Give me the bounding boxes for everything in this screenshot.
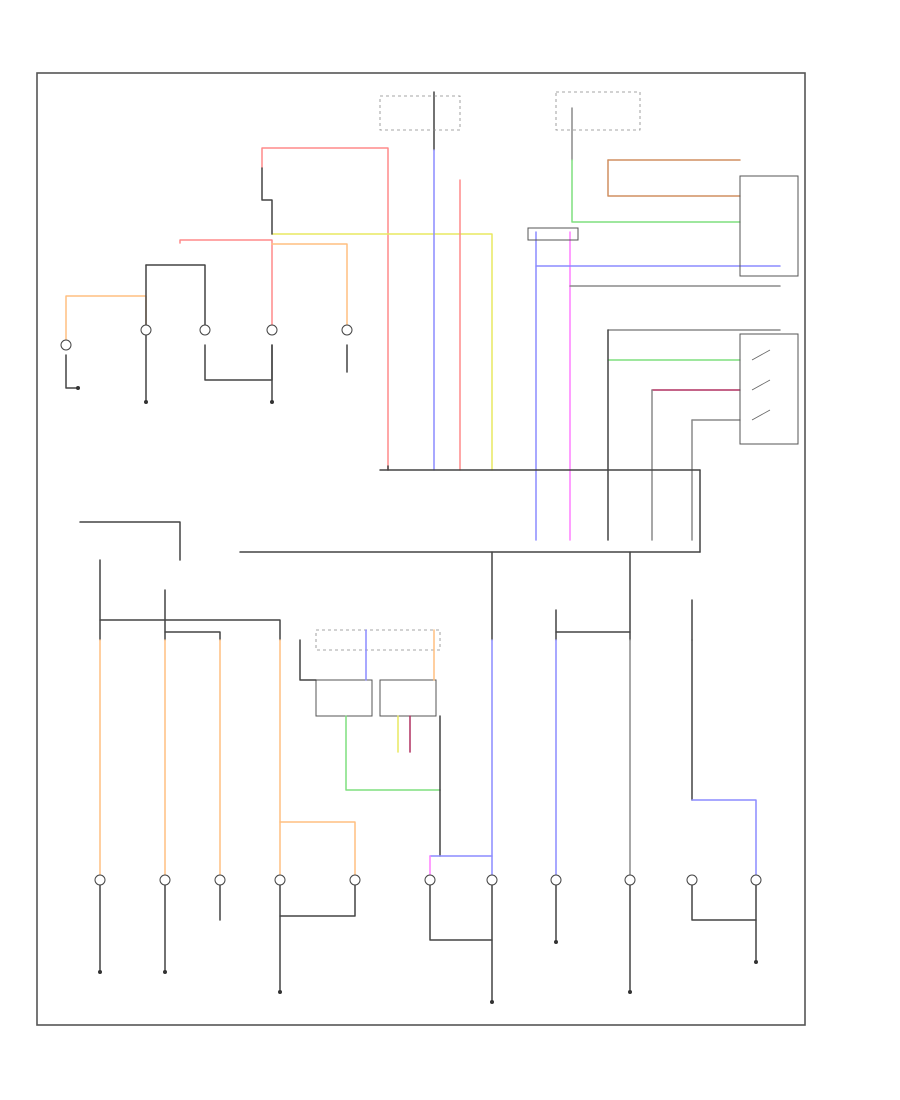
lower-right-lamp-section (424, 469, 762, 1004)
ground-icon (144, 400, 148, 404)
lower-left-lamp-section (79, 521, 361, 994)
wire-orange-5 (279, 821, 356, 877)
light-switch (739, 333, 799, 445)
ground-icon (490, 1000, 494, 1004)
lamp-icon (274, 874, 286, 886)
wire-green-top (571, 159, 741, 223)
fuse-box-outline-2 (555, 91, 641, 131)
lamp-icon (624, 874, 636, 886)
ground-icon (163, 970, 167, 974)
ground-icon (754, 960, 758, 964)
ground-icon (76, 386, 80, 390)
lamp-icon (266, 324, 278, 336)
lamp-icon (199, 324, 211, 336)
relay-icon (379, 679, 437, 717)
wire-gnd-r4 (691, 883, 757, 921)
lamp-icon (424, 874, 436, 886)
wire-black-l6 (65, 354, 79, 389)
combination-switch (739, 175, 799, 277)
wire-gnd-5 (279, 883, 356, 917)
wire-blue-drop-4 (691, 799, 757, 877)
wire-black-l2 (145, 264, 206, 331)
lamp-icon (686, 874, 698, 886)
top-left-lamp-section (60, 147, 493, 471)
wire-black-l3 (204, 344, 273, 381)
lamp-icon (341, 324, 353, 336)
relay-box-outline (315, 629, 441, 651)
lamp-icon (349, 874, 361, 886)
wire-yellow-feed (271, 233, 493, 471)
ground-icon (270, 400, 274, 404)
lamp-icon (550, 874, 562, 886)
ground-icon (628, 990, 632, 994)
wire-black-feed (261, 167, 273, 235)
top-center-fuse-section (379, 91, 461, 471)
ground-icon (98, 970, 102, 974)
connector-icon (527, 227, 579, 241)
connector-row (239, 469, 701, 553)
wire-orange-lamp (271, 243, 348, 331)
lamp-icon (750, 874, 762, 886)
wire-sw-feed (79, 521, 181, 561)
wire-sw-bus (99, 619, 281, 641)
lamp-icon (94, 874, 106, 886)
diagram-frame (36, 72, 806, 1026)
wire-red-main (261, 147, 389, 471)
wire-brown-top (607, 159, 741, 197)
lamp-icon (486, 874, 498, 886)
lamp-icon (159, 874, 171, 886)
switch-icon (751, 349, 771, 421)
relay-icon (315, 679, 373, 717)
wire-red-branch (179, 239, 273, 331)
lower-center-relay-section (299, 629, 441, 857)
lamp-icon (140, 324, 152, 336)
wire-orange-left (65, 295, 147, 341)
lamp-icon (60, 339, 72, 351)
top-right-switch-section (527, 91, 799, 541)
ground-icon (278, 990, 282, 994)
ground-icon (554, 940, 558, 944)
lamp-icon (214, 874, 226, 886)
wire-sw-bus2 (164, 631, 221, 641)
wire-box-lamp (429, 883, 493, 941)
wire-green-relay (345, 715, 441, 791)
wire-bk-relay-3 (299, 639, 317, 681)
fuse-box-outline-1 (379, 95, 461, 131)
